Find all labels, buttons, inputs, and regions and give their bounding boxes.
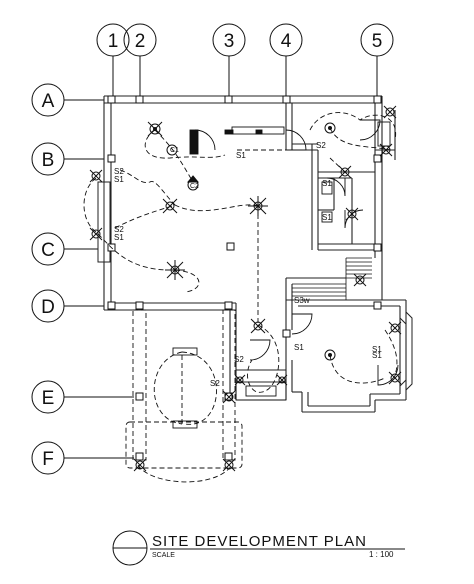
grid-label-row-e: E: [42, 388, 55, 409]
stair-light: [353, 273, 367, 287]
grid-label-col-1: 1: [108, 31, 119, 52]
fixtures: [172, 121, 391, 429]
doors: [189, 119, 399, 386]
grid-label-col-3: 3: [224, 31, 235, 52]
ceiling-light-10: [383, 105, 397, 119]
grid-label-row-c: C: [41, 240, 55, 261]
outlet-label-c2: C2: [190, 183, 199, 190]
grid-label-row-d: D: [41, 297, 55, 318]
switch-label-s1-bedroom-right: S1: [372, 345, 382, 354]
switch-label-s1-bedroom: S1: [372, 351, 382, 360]
switch-labels: S1 S2 S2 S1 S2 S1 S1 S1 S3w S2 S1 S1 S1 …: [114, 141, 382, 388]
porch-light-2: [276, 374, 288, 386]
grid-label-row-b: B: [42, 150, 55, 171]
pergola-outline: [125, 309, 243, 469]
porch-light-1: [234, 374, 246, 386]
bay-window-right: [399, 311, 413, 391]
switch-label-s2-garden: S2: [210, 379, 220, 388]
switch-label-s1-store: S1: [322, 179, 332, 188]
switch-label-s2-top-right: S2: [316, 141, 326, 150]
ceiling-light-12: [89, 169, 103, 183]
switch-label-s1-porch: S1: [294, 343, 304, 352]
switch-label-s2-left-mid: S2: [114, 225, 124, 234]
ceiling-light-4: [162, 198, 178, 214]
ceiling-light-15: [388, 371, 402, 385]
ceiling-light-9: [345, 207, 359, 221]
grid-label-row-a: A: [42, 91, 55, 112]
switch-label-s1-bath: S1: [322, 213, 332, 222]
grid-row-markers: [31, 83, 134, 475]
ceiling-light-13: [89, 227, 103, 241]
switch-label-s1-left-mid: S1: [114, 233, 124, 242]
grid-label-col-4: 4: [281, 31, 292, 52]
grid-column-labels: 1 2 3 4 5: [108, 31, 383, 52]
grid-label-col-5: 5: [372, 31, 383, 52]
grid-label-row-f: F: [42, 449, 54, 470]
switch-label-s2-left-upper: S2: [114, 167, 124, 176]
garden-light-3: [222, 390, 236, 404]
electrical-wiring: [83, 112, 398, 483]
light-fixtures: [89, 105, 402, 472]
drawing-title: SITE DEVELOPMENT PLAN: [152, 533, 367, 550]
ceiling-light-14: [388, 321, 402, 335]
outlets: [166, 144, 200, 191]
grid-row-labels: A B C D E F: [41, 91, 55, 470]
scale-label: SCALE: [152, 552, 175, 559]
ceiling-light-5: [248, 196, 268, 216]
ceiling-light-2: [324, 122, 336, 134]
scale-value: 1 : 100: [369, 550, 394, 559]
ceiling-light-6: [165, 260, 185, 280]
ceiling-light-7: [250, 318, 266, 334]
outlet-label-c1: C1: [170, 147, 179, 154]
staircase: [292, 257, 372, 300]
switch-label-s3w-stair: S3w: [294, 296, 310, 305]
ceiling-light-8: [338, 165, 352, 179]
grid-column-markers: [96, 23, 394, 96]
switch-label-s1-kitchen: S1: [236, 151, 246, 160]
ceiling-light-1: [147, 121, 163, 137]
left-window: [97, 181, 111, 263]
outlet-c1-symbol: [166, 144, 178, 156]
switch-label-s2-porch: S2: [234, 355, 244, 364]
garden-light-1: [133, 458, 147, 472]
title-block: SITE DEVELOPMENT PLAN SCALE 1 : 100: [112, 530, 405, 566]
grid-label-col-2: 2: [135, 31, 146, 52]
switch-label-s1-left-upper: S1: [114, 175, 124, 184]
exterior-walls: [103, 95, 407, 413]
ceiling-light-11: [379, 143, 393, 157]
garden-light-2: [222, 458, 236, 472]
ceiling-light-3: [324, 349, 336, 361]
